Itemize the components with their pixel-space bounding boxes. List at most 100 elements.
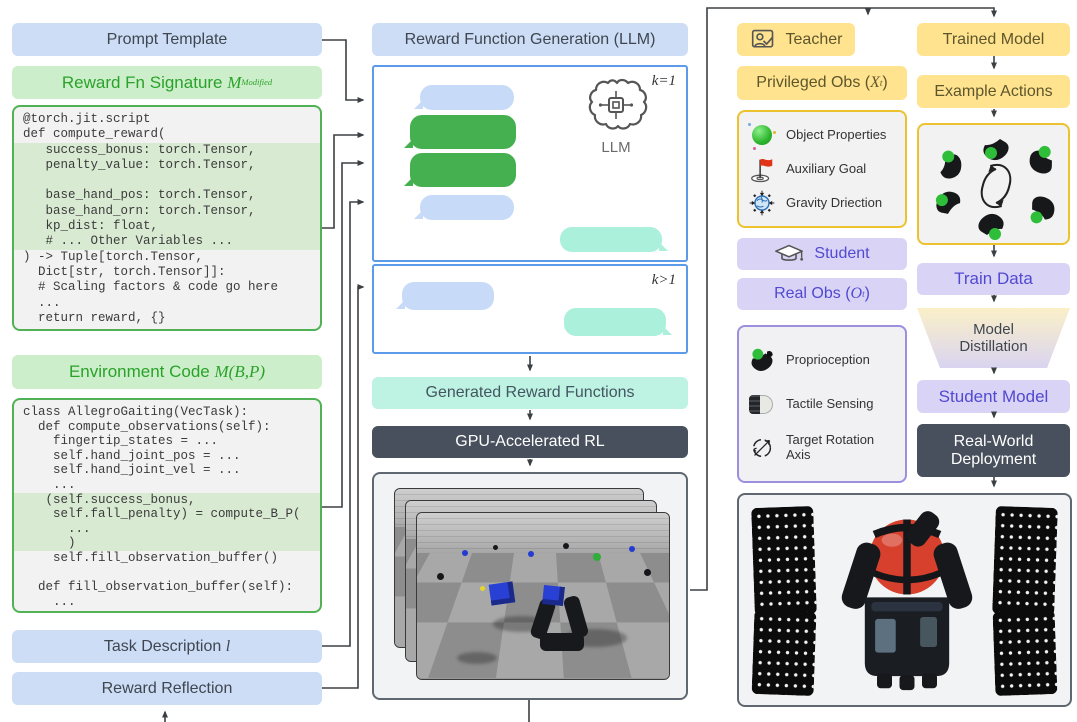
llm-response-bubble — [560, 227, 662, 252]
teacher-person-icon — [751, 29, 773, 48]
legend-label: Gravity Driection — [786, 194, 883, 210]
legend-label: Object Properties — [786, 126, 887, 142]
code-line — [14, 173, 320, 189]
trained-model-label: Trained Model — [942, 30, 1045, 48]
code-line: def compute_reward( — [23, 127, 166, 142]
code-line: base_hand_orn: torch.Tensor, — [14, 203, 320, 220]
iteration-k1-label: k=1 — [651, 73, 676, 89]
code-line — [14, 566, 320, 581]
model-distillation-label: Model Distillation — [959, 320, 1028, 355]
environment-code-math: M(B,P) — [214, 362, 266, 382]
code-line: ) — [14, 536, 320, 551]
environment-code-block: class AllegroGaiting(VecTask): def compu… — [12, 398, 322, 613]
signature-math-sub: Modified — [241, 76, 273, 87]
privileged-obs-label: Privileged Obs ( — [756, 74, 871, 92]
student-box: Student — [737, 238, 907, 270]
teacher-label: Teacher — [785, 30, 843, 48]
legend-label: Auxiliary Goal — [786, 160, 867, 176]
legend-row-proprioception: Proprioception — [747, 345, 897, 375]
robot-hand-icon — [747, 345, 777, 375]
code-line: fingertip_states = ... — [23, 434, 219, 449]
tactile-print-panel — [992, 609, 1058, 697]
real-obs-label: Real Obs ( — [774, 285, 851, 303]
privileged-obs-math: X — [870, 74, 880, 92]
code-line: ... — [23, 594, 76, 609]
code-line: def fill_observation_buffer(self): — [23, 580, 294, 595]
generated-reward-functions-label: Generated Reward Functions — [425, 384, 635, 402]
code-line: penalty_value: torch.Tensor, — [14, 157, 320, 174]
llm-chat-box-later-iterations: k>1 — [372, 264, 688, 354]
prompt-template-box: Prompt Template — [12, 23, 322, 56]
tactile-print-panel — [992, 505, 1058, 617]
reward-function-generation-header: Reward Function Generation (LLM) — [372, 23, 688, 56]
object-sphere-icon — [747, 120, 777, 150]
robot-hand-with-ball-photo — [841, 511, 973, 691]
rotation-axis-icon — [747, 433, 777, 463]
task-description-math: l — [225, 637, 231, 655]
reward-reflection-box: Reward Reflection — [12, 672, 322, 705]
student-model-label: Student Model — [938, 386, 1049, 406]
code-line: def compute_observations(self): — [23, 419, 271, 434]
environment-code-label: Environment Code — [68, 362, 210, 382]
legend-row-tactile-sensing: Tactile Sensing — [747, 389, 897, 419]
student-label: Student — [814, 245, 870, 263]
code-line: self.fill_observation_buffer() — [23, 550, 279, 565]
gravity-globe-icon — [747, 188, 777, 218]
legend-row-object-properties: Object Properties — [747, 120, 897, 150]
connector-envcode-to-chat — [322, 160, 365, 508]
code-line: base_hand_pos: torch.Tensor, — [14, 188, 320, 204]
iteration-k-later-label: k>1 — [651, 272, 676, 288]
robot-hand-thumbnail — [940, 150, 962, 179]
user-message-bubble — [420, 85, 514, 110]
code-line: @torch.jit.script — [23, 112, 151, 126]
legend-label: Tactile Sensing — [786, 395, 874, 411]
legend-label: Target Rotation Axis — [786, 432, 875, 462]
example-actions-box: Example Actions — [917, 75, 1070, 108]
student-model-box: Student Model — [917, 380, 1070, 413]
real-obs-math: O — [850, 285, 863, 303]
code-line: # Scaling factors & code go here — [23, 280, 279, 295]
reward-function-generation-label: Reward Function Generation (LLM) — [404, 30, 656, 48]
sim-frame-front — [416, 512, 670, 680]
code-line: self.fall_penalty) = compute_B_P( — [14, 507, 320, 522]
sim-cube — [542, 584, 565, 607]
robot-hand-thumbnail — [983, 139, 1009, 161]
connector-prompt-to-chat — [322, 39, 365, 103]
real-robot-photo-box — [737, 493, 1072, 707]
code-line: success_bonus: torch.Tensor, — [14, 142, 320, 158]
trained-model-box: Trained Model — [917, 23, 1070, 56]
robot-hand-thumbnail — [978, 213, 1004, 240]
legend-row-gravity-direction: Gravity Driection — [747, 188, 897, 218]
prompt-message-bubble — [410, 115, 516, 149]
robot-hand-thumbnail — [1029, 145, 1052, 174]
llm-label: LLM — [601, 139, 631, 156]
user-message-bubble — [420, 195, 514, 220]
sim-cube — [488, 581, 516, 606]
robot-hand-thumbnail — [1030, 196, 1055, 224]
llm-response-bubble — [564, 308, 666, 336]
auxiliary-goal-flag-icon — [747, 154, 777, 184]
environment-code-box: Environment Code M(B,P) — [12, 355, 322, 389]
code-line: (self.success_bonus, — [14, 492, 320, 508]
simulation-screenshot-box — [372, 472, 688, 700]
train-data-box: Train Data — [917, 263, 1070, 295]
user-message-bubble — [402, 282, 494, 310]
code-line: Dict[str, torch.Tensor]]: — [23, 264, 226, 279]
gpu-accelerated-rl-box: GPU-Accelerated RL — [372, 426, 688, 458]
prompt-message-bubble — [410, 153, 516, 187]
tactile-print-panel — [751, 505, 817, 617]
code-line: kp_dist: float, — [14, 219, 320, 235]
reward-fn-signature-label: Reward Fn Signature — [61, 72, 223, 92]
code-line: ... — [23, 477, 76, 492]
code-line: self.hand_joint_pos = ... — [23, 448, 241, 463]
connector-task-to-chat — [322, 199, 365, 647]
real-world-deployment-label: Real-World Deployment — [950, 432, 1037, 468]
real-world-deployment-box: Real-World Deployment — [917, 424, 1070, 477]
connector-signature-to-chat — [322, 132, 365, 229]
code-line: # ... Other Variables ... — [14, 234, 320, 250]
example-actions-gallery — [917, 123, 1070, 245]
legend-row-auxiliary-goal: Auxiliary Goal — [747, 154, 897, 184]
